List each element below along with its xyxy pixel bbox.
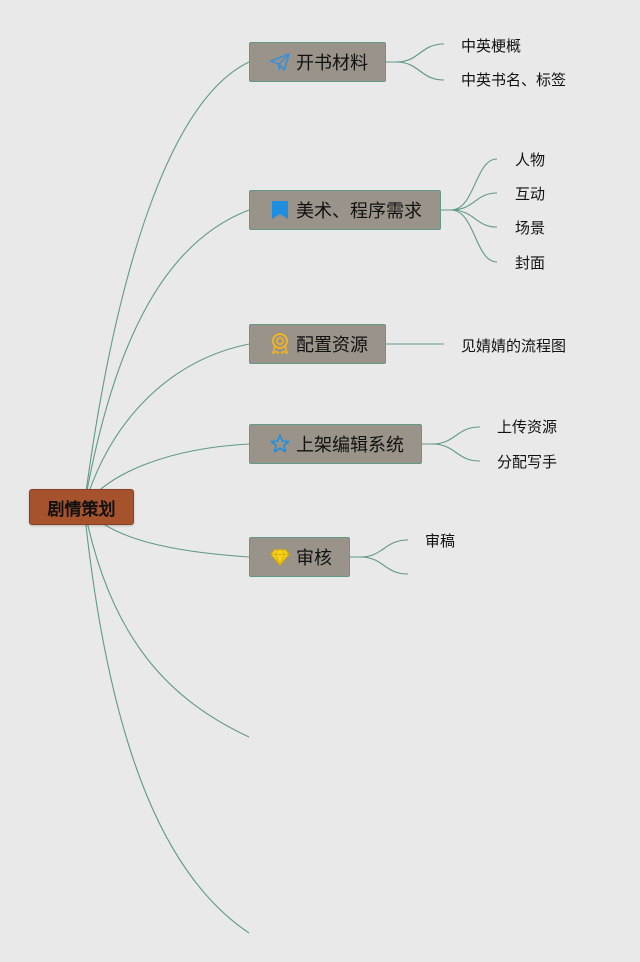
leaf-node[interactable]: 中英书名、标签	[461, 71, 567, 89]
diamond-icon	[270, 546, 290, 568]
topic-label: 上架编辑系统	[296, 435, 404, 456]
topic-config-resources[interactable]: 配置资源	[249, 324, 386, 364]
topic-shelf-edit-system[interactable]: 上架编辑系统	[249, 424, 422, 464]
leaf-node[interactable]: 审稿	[425, 532, 456, 550]
topic-review[interactable]: 审核	[249, 537, 350, 577]
leaf-node[interactable]: 上传资源	[497, 418, 558, 436]
root-topic[interactable]: 剧情策划	[29, 489, 134, 525]
leaf-node[interactable]: 人物	[515, 151, 546, 169]
leaf-node[interactable]: 互动	[515, 185, 546, 203]
leaf-node[interactable]: 中英梗概	[461, 37, 522, 55]
topic-label: 配置资源	[296, 335, 368, 356]
award-badge-icon	[270, 333, 290, 355]
topic-opening-materials[interactable]: 开书材料	[249, 42, 386, 82]
root-topic-label: 剧情策划	[47, 499, 116, 520]
leaf-node[interactable]: 场景	[515, 219, 546, 237]
topic-label: 开书材料	[296, 53, 368, 74]
leaf-node[interactable]: 封面	[515, 254, 546, 272]
star-outline-icon	[270, 433, 290, 455]
paper-plane-icon	[270, 51, 290, 73]
blue-flag-icon	[270, 199, 290, 221]
leaf-node[interactable]: 分配写手	[497, 453, 558, 471]
leaf-node[interactable]: 见婧婧的流程图	[461, 337, 567, 355]
topic-label: 美术、程序需求	[296, 201, 422, 222]
topic-label: 审核	[296, 548, 332, 569]
topic-art-program-needs[interactable]: 美术、程序需求	[249, 190, 441, 230]
